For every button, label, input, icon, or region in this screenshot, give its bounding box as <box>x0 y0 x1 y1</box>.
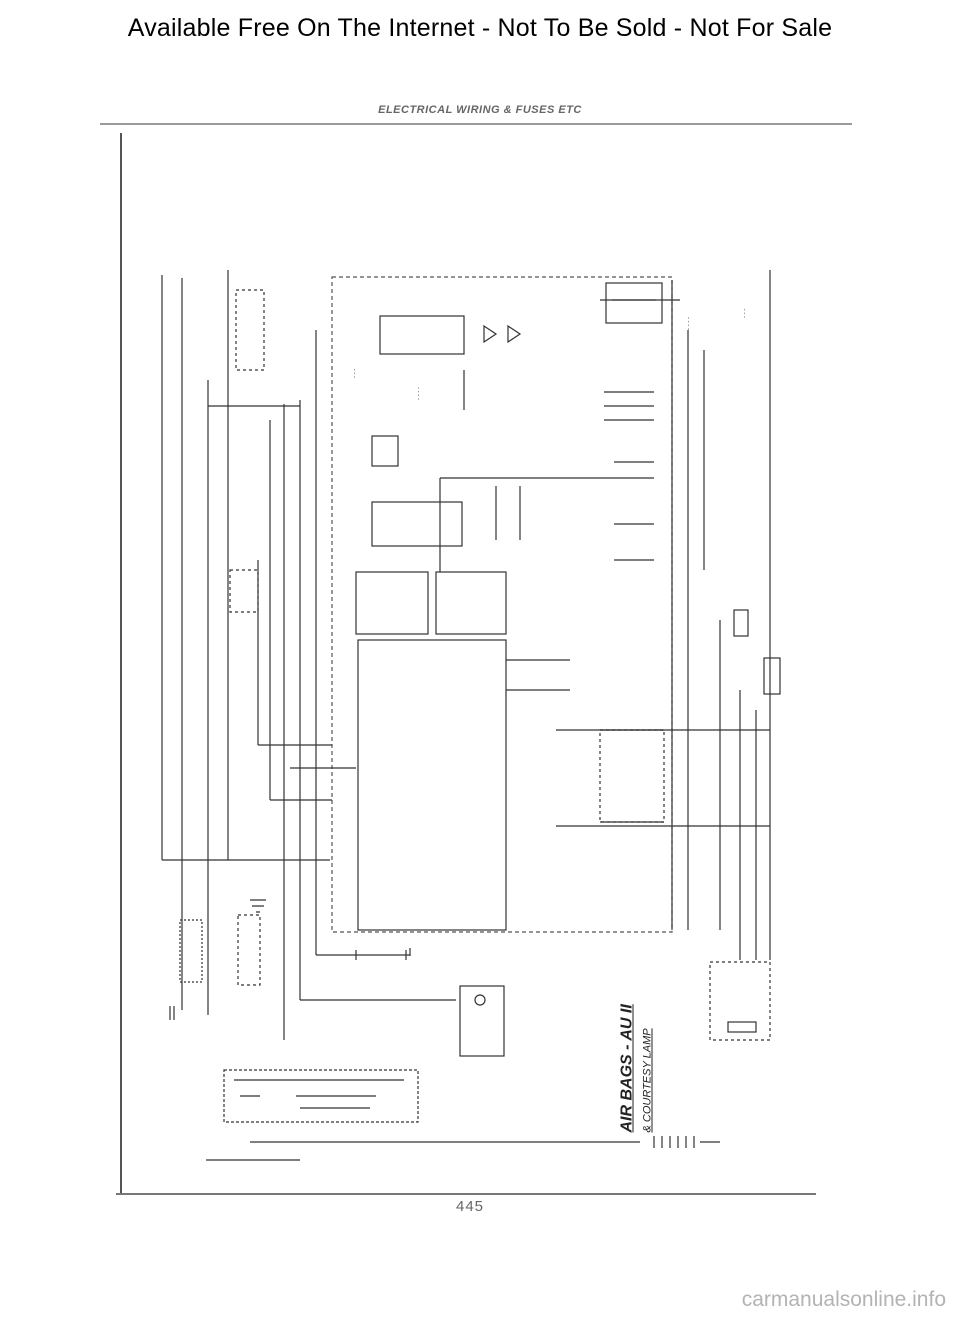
module-block-2 <box>355 571 429 635</box>
airbag-module-outline <box>331 276 673 933</box>
diagram-title-line2: & COURTESY LAMP <box>641 1028 654 1133</box>
svg-text:- - - -: - - - - <box>416 387 422 400</box>
header-rule <box>100 123 852 125</box>
site-watermark: carmanualsonline.info <box>741 1288 946 1311</box>
page-frame-left <box>120 133 122 1193</box>
connector-top-right <box>605 282 663 324</box>
module-block-1 <box>379 315 465 355</box>
switch-box <box>709 961 771 1041</box>
module-block-6 <box>371 501 463 547</box>
diagram-title: AIR BAGS - AU II & COURTESY LAMP <box>618 943 654 1133</box>
module-block-5 <box>371 435 399 467</box>
svg-text:- - - -: - - - - <box>686 317 692 330</box>
module-block-3 <box>435 571 507 635</box>
module-block-4 <box>357 639 507 931</box>
airbag-unit <box>459 985 505 1057</box>
diagram-title-line1: AIR BAGS - AU II <box>618 1004 636 1133</box>
page-number: 445 <box>455 1198 485 1215</box>
section-header: ELECTRICAL WIRING & FUSES ETC <box>378 104 582 116</box>
svg-text:- - -: - - - <box>742 309 748 318</box>
svg-text:- - -: - - - <box>352 369 358 378</box>
page-frame-bottom <box>116 1193 816 1195</box>
free-notice-banner: Available Free On The Internet - Not To … <box>127 14 833 42</box>
bottom-connector <box>223 1069 419 1123</box>
